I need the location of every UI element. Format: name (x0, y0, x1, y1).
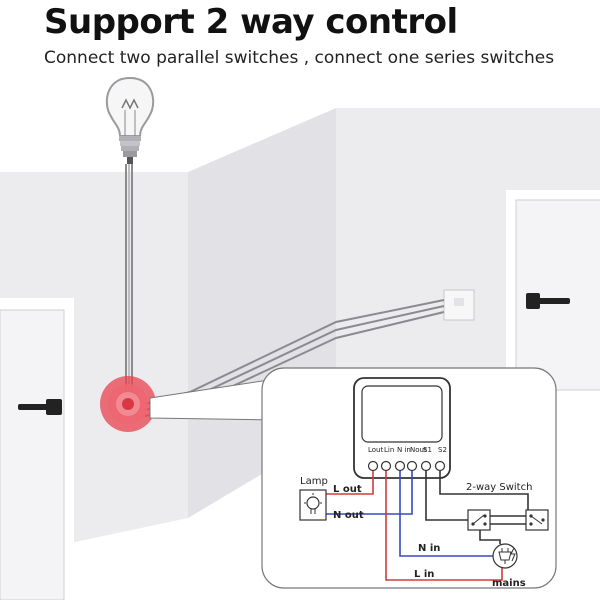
terminal-label-lout: Lout (368, 446, 383, 454)
terminal-label-s1: S1 (423, 446, 432, 454)
light-bulb-icon (105, 76, 155, 164)
lamp-label: Lamp (300, 476, 328, 487)
n-out-wire (326, 466, 413, 515)
wall-switch-icon (443, 289, 475, 321)
terminal-block (367, 460, 446, 472)
ceiling-wires (125, 164, 133, 395)
lamp-icon (299, 489, 327, 521)
l-in-wire (385, 466, 503, 581)
plug-icon (492, 543, 518, 569)
n-in-label: N in (418, 543, 440, 554)
right-door (506, 190, 600, 391)
s1-wire (425, 466, 470, 521)
wiring-lines (326, 466, 529, 581)
terminal-label-s2: S2 (438, 446, 447, 454)
page-subtitle: Connect two parallel switches , connect … (44, 48, 555, 68)
smart-switch-module (353, 377, 451, 479)
page-title: Support 2 way control (44, 2, 458, 42)
s2-wire (439, 466, 529, 512)
common-wire (479, 528, 501, 544)
two-way-switch-icon (525, 509, 549, 531)
door-handle-icon (18, 399, 62, 415)
mains-label: mains (492, 578, 526, 589)
l-out-wire (326, 466, 374, 495)
switch-label: 2-way Switch (466, 482, 532, 493)
terminal-label-nout: Nout (410, 446, 427, 454)
module-location-marker (100, 376, 156, 432)
terminal-label-nin: N in (397, 446, 411, 454)
door-handle-icon (526, 293, 570, 309)
terminal-label-lin: Lin (384, 446, 394, 454)
l-in-label: L in (414, 569, 434, 580)
left-door (0, 298, 74, 600)
two-way-switch-icon (467, 509, 491, 531)
l-out-label: L out (333, 484, 362, 495)
n-out-label: N out (333, 510, 364, 521)
n-in-wire (399, 466, 494, 557)
